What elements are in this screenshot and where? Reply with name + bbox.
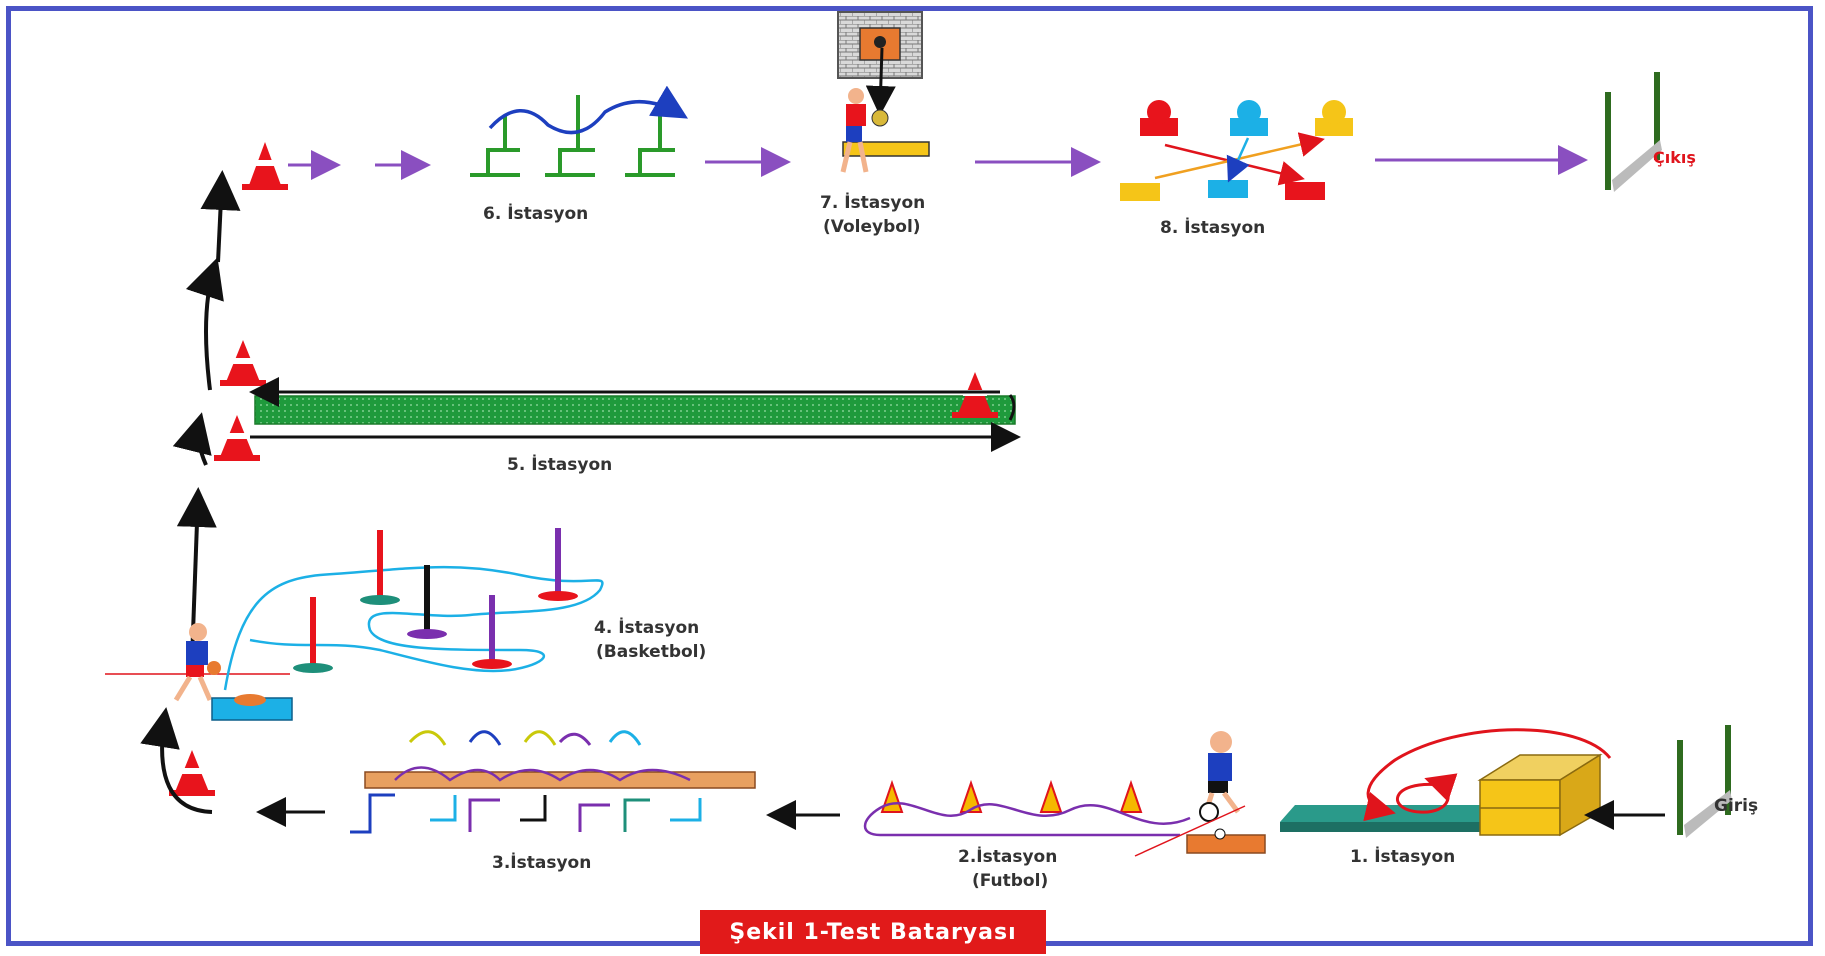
path-arrow	[865, 47, 896, 116]
mat-icon	[1280, 805, 1505, 832]
goalpost-icon	[1605, 72, 1662, 192]
box-icon	[211, 694, 293, 721]
station2-label-line2: (Futbol)	[972, 871, 1048, 891]
bench-icon	[842, 141, 930, 157]
path-arrow	[1396, 773, 1458, 814]
path-arrow	[394, 766, 691, 782]
player-icon	[840, 88, 869, 173]
hurdle-icon	[350, 730, 702, 834]
path-arrow	[172, 412, 212, 466]
goalpost-icon	[1677, 725, 1732, 838]
path-arrow	[1363, 728, 1612, 822]
pole-icon	[293, 528, 578, 673]
path-arrow	[1226, 137, 1250, 183]
station7-label-line2: (Voleybol)	[823, 217, 921, 237]
figure-caption: Şekil 1-Test Bataryası	[700, 910, 1046, 954]
station3-label: 3.İstasyon	[492, 851, 591, 873]
station6-label: 6. İstasyon	[483, 202, 588, 224]
cone-icon	[220, 340, 266, 386]
dribble-path	[223, 565, 604, 691]
station7-label-line1: 7. İstasyon	[820, 191, 925, 213]
exit-label: Çıkış	[1653, 148, 1696, 167]
ball-icon	[1199, 802, 1219, 822]
station2-label-line1: 2.İstasyon	[958, 845, 1057, 867]
box-icon	[1186, 828, 1266, 854]
dribble-path	[863, 802, 1191, 837]
target-icon	[1120, 100, 1353, 201]
station8-label: 8. İstasyon	[1160, 216, 1265, 238]
station5-label: 5. İstasyon	[507, 453, 612, 475]
station4-label-line2: (Basketbol)	[596, 642, 706, 662]
ball-icon	[871, 109, 889, 127]
path-arrow	[200, 170, 241, 263]
kick-line	[1134, 805, 1246, 857]
path-arrow	[185, 257, 224, 391]
path-arrow	[488, 85, 689, 135]
cone-icon	[169, 750, 215, 796]
path-arrow	[1008, 394, 1016, 421]
path-arrow	[140, 707, 213, 814]
box-icon	[1477, 753, 1603, 837]
station4-label-line1: 4. İstasyon	[594, 616, 699, 638]
cone-icon	[214, 415, 260, 461]
station1-label: 1. İstasyon	[1350, 845, 1455, 867]
hurdle-icon	[470, 95, 675, 177]
mat-icon	[254, 395, 1016, 425]
cone-icon	[242, 142, 288, 190]
entry-label: Giriş	[1714, 796, 1758, 816]
cone-icon	[880, 779, 1143, 813]
player-icon	[173, 623, 221, 702]
